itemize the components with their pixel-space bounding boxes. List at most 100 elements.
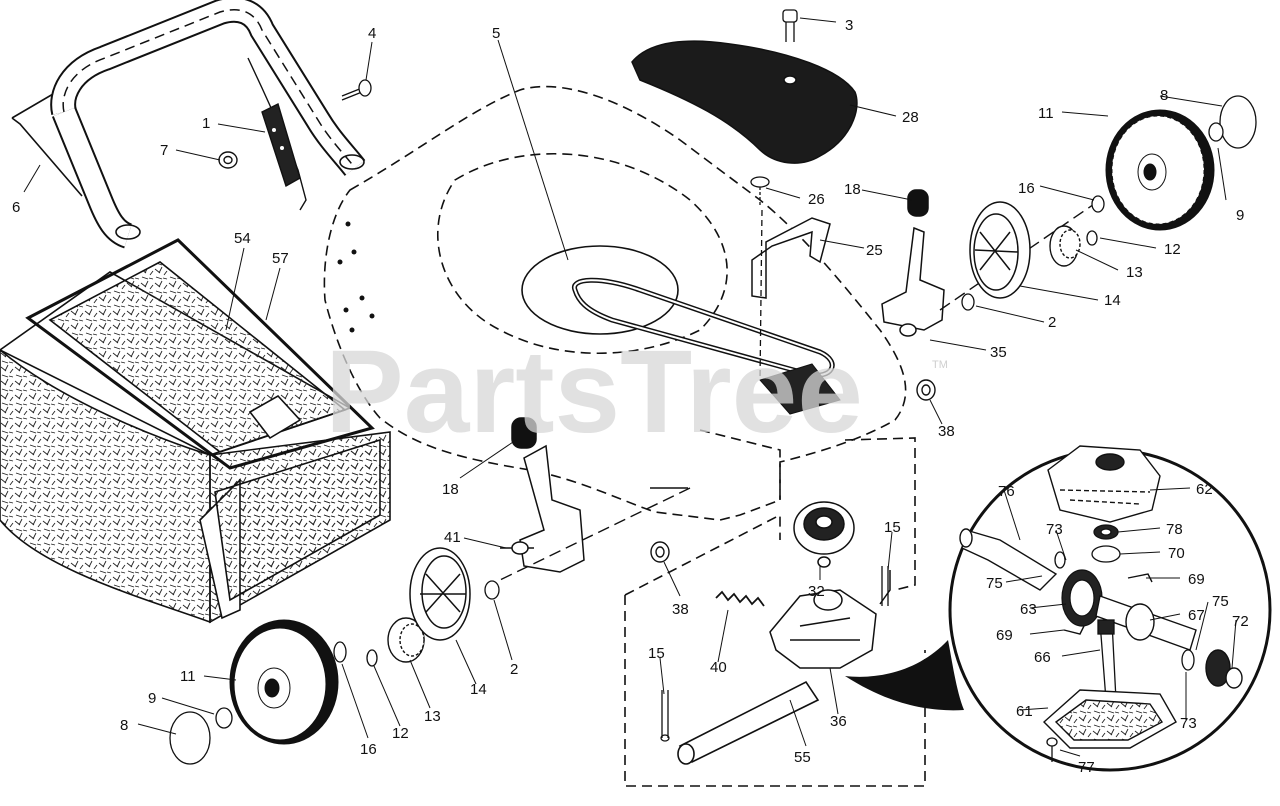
gearbox-housing-part-61	[1042, 689, 1177, 749]
callout-36: 36	[830, 713, 847, 730]
callout-15-right: 15	[884, 519, 901, 536]
callout-26: 26	[808, 191, 825, 208]
callout-69-right: 69	[1188, 571, 1205, 588]
callout-4: 4	[368, 25, 376, 42]
callout-73-upper: 73	[1046, 521, 1063, 538]
screw-part-77	[1046, 737, 1058, 762]
detail-callout-pointer	[845, 640, 964, 711]
callout-75-left: 75	[986, 575, 1003, 592]
height-adjuster-front-part-41	[500, 417, 585, 573]
bearing-part-78	[1093, 524, 1119, 540]
shift-rod-part-66	[1097, 619, 1117, 701]
shaft-tube-part-55	[677, 680, 820, 765]
callout-14-front: 14	[470, 681, 487, 698]
callout-3: 3	[845, 17, 853, 34]
callout-25: 25	[866, 242, 883, 259]
callout-38-rear: 38	[938, 423, 955, 440]
callout-63: 63	[1020, 601, 1037, 618]
gearbox-cover-part-62	[1047, 445, 1161, 523]
bracket-part-25	[751, 217, 831, 299]
nut-part-38-front	[650, 541, 670, 563]
watermark-text: PartsTree	[325, 326, 863, 458]
bolt-part-3	[782, 9, 798, 42]
bushing-part-72	[1205, 649, 1243, 689]
hubcap-part-8-front	[169, 711, 211, 765]
callout-12-rear: 12	[1164, 241, 1181, 258]
transmission-part-36	[769, 570, 891, 669]
leader-lines	[23, 17, 1237, 757]
callout-14-rear: 14	[1104, 292, 1121, 309]
pin-part-15-left	[660, 690, 670, 742]
callout-9-front: 9	[148, 690, 156, 707]
wheel-hub-part-14-front	[409, 547, 471, 641]
callout-69-left: 69	[996, 627, 1013, 644]
mower-deck	[323, 85, 926, 787]
callout-5: 5	[492, 25, 500, 42]
callout-57: 57	[272, 250, 289, 267]
callout-38-front: 38	[672, 601, 689, 618]
callout-76: 76	[998, 483, 1015, 500]
callout-18-front: 18	[442, 481, 459, 498]
callout-72: 72	[1232, 613, 1249, 630]
nut-part-38-rear	[916, 379, 936, 401]
washer-part-16-rear	[1091, 195, 1105, 213]
callout-8-rear: 8	[1160, 87, 1168, 104]
washer-part-12-front	[366, 649, 378, 667]
pulley-part-32	[793, 501, 855, 568]
callout-41: 41	[444, 529, 461, 546]
callout-54: 54	[234, 230, 251, 247]
callout-15-left: 15	[648, 645, 665, 662]
callout-73-lower: 73	[1180, 715, 1197, 732]
screw-part-26	[750, 176, 770, 381]
callout-8-front: 8	[120, 717, 128, 734]
handle-assembly	[11, 0, 366, 249]
drive-belt-inner	[573, 279, 833, 377]
worm-gear-part-63	[1061, 569, 1103, 627]
washer-part-12-rear	[1086, 230, 1098, 246]
pinion-part-13-rear	[1049, 225, 1081, 267]
front-wheel-part-11	[229, 619, 339, 745]
callout-9-rear: 9	[1236, 207, 1244, 224]
washer-part-16-front	[333, 641, 347, 663]
hubcap-part-8-rear	[1219, 95, 1257, 149]
callout-77: 77	[1078, 759, 1095, 776]
nut-part-9-front	[215, 707, 233, 729]
callout-62: 62	[1196, 481, 1213, 498]
callout-6: 6	[12, 199, 20, 216]
callout-13-rear: 13	[1126, 264, 1143, 281]
callout-11-front: 11	[180, 668, 196, 685]
shaft-part-76	[959, 528, 1058, 591]
front-axle	[499, 487, 691, 581]
clip-part-69	[1063, 573, 1153, 635]
callout-12-front: 12	[392, 725, 409, 742]
belt-cover-part-28	[631, 40, 858, 164]
callout-2-front: 2	[510, 661, 518, 678]
pin-part-15-right	[881, 566, 889, 606]
gearbox-detail-view	[948, 445, 1272, 772]
callout-32: 32	[808, 583, 825, 600]
watermark-trademark: TM	[932, 359, 948, 371]
bolt-part-4	[341, 79, 372, 101]
callout-13-front: 13	[424, 708, 441, 725]
callout-2-rear: 2	[1048, 314, 1056, 331]
deck-mounting-holes	[337, 221, 375, 333]
wheel-hub-part-14-rear	[969, 201, 1031, 299]
callout-7: 7	[160, 142, 168, 159]
callout-67: 67	[1188, 607, 1205, 624]
control-lever-part-1	[247, 57, 307, 211]
spring-part-40	[715, 590, 765, 607]
callout-18-rear: 18	[844, 181, 861, 198]
callout-75-right: 75	[1212, 593, 1229, 610]
callout-66: 66	[1034, 649, 1051, 666]
callout-78: 78	[1166, 521, 1183, 538]
grass-bag-assembly	[0, 238, 391, 624]
height-adjuster-rear-part-35	[881, 189, 945, 337]
washer-part-2-rear	[961, 293, 975, 311]
callout-40: 40	[710, 659, 727, 676]
callout-70: 70	[1168, 545, 1185, 562]
belt-guard	[759, 363, 841, 415]
nut-part-9-rear	[1208, 122, 1224, 142]
rear-wheel-part-11	[1105, 109, 1215, 231]
pinion-part-13-front	[387, 617, 425, 663]
callout-35: 35	[990, 344, 1007, 361]
